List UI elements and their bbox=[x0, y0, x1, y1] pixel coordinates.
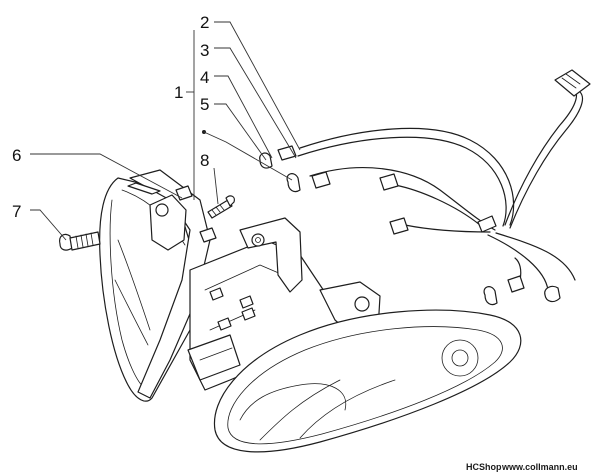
callout-4: 4 bbox=[200, 68, 209, 87]
watermark: HCShop www.collmann.eu bbox=[466, 462, 578, 472]
wiring-harness bbox=[259, 69, 591, 306]
watermark-shop: HCShop bbox=[466, 462, 502, 472]
headlight-lens-right bbox=[213, 309, 522, 453]
callout-labels: 2 3 4 1 5 8 6 7 bbox=[12, 13, 209, 221]
callout-2: 2 bbox=[200, 13, 209, 32]
bulb-holder-left bbox=[127, 182, 193, 251]
callout-5: 5 bbox=[200, 95, 209, 114]
callout-3: 3 bbox=[200, 41, 209, 60]
callout-7: 7 bbox=[12, 202, 21, 221]
callout-1: 1 bbox=[174, 83, 183, 102]
screw-part-7 bbox=[59, 231, 101, 251]
callout-8: 8 bbox=[200, 151, 209, 170]
screw-part-8 bbox=[207, 195, 235, 219]
callout-6: 6 bbox=[12, 146, 21, 165]
leader-lines bbox=[30, 21, 301, 241]
headlight-body bbox=[187, 217, 381, 391]
watermark-url: www.collmann.eu bbox=[501, 462, 578, 472]
